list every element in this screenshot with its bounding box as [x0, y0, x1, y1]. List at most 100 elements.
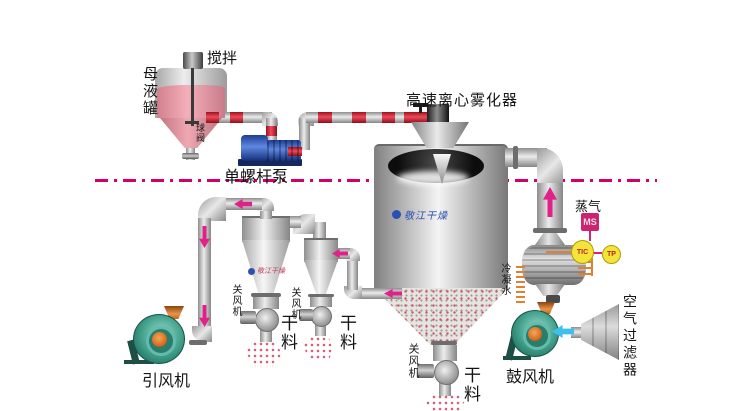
temp-sensor-tag: TP	[607, 251, 616, 258]
pipe-flange	[533, 228, 567, 233]
fan-hub	[152, 332, 167, 347]
ball-valve-label: 球阀	[195, 123, 205, 143]
airlock-motor	[299, 309, 313, 321]
sensor-tap-line	[546, 251, 571, 253]
stirrer-shaft	[191, 68, 194, 126]
product-outlet	[315, 324, 326, 336]
exhaust-pipe	[347, 256, 358, 290]
product-outlet	[260, 329, 272, 342]
steam-line	[589, 231, 591, 241]
product-outlet	[439, 382, 451, 396]
airlock-motor	[240, 311, 256, 324]
airlock-motor	[417, 364, 434, 378]
pipe-flange	[251, 293, 281, 297]
flow-arrow	[384, 289, 402, 298]
heater-drain	[546, 295, 560, 303]
pump-discharge-pipe	[288, 147, 302, 156]
cyclone-large-airlock-label: 关风机	[230, 284, 241, 317]
cyclone-small-vortex-pipe	[313, 222, 326, 242]
feed-valve-handle	[413, 103, 428, 107]
induced-fan-label: 引风机	[142, 373, 191, 390]
steam-valve-tag: MS	[583, 217, 597, 227]
pump-motor	[241, 135, 268, 161]
rotary-airlock-valve	[434, 360, 459, 385]
blower-label: 鼓风机	[506, 369, 555, 386]
watermark-logo-icon	[248, 267, 255, 275]
chamber-watermark: 敬江干燥	[392, 207, 448, 222]
pump-label: 单螺杆泵	[224, 169, 289, 186]
pipe-flange	[513, 146, 518, 169]
rotary-airlock-valve	[255, 308, 279, 332]
slurry-pipe-red-segment	[230, 112, 243, 123]
cyclone-large-body	[242, 216, 290, 242]
pipe-elbow	[198, 197, 226, 221]
cyclone-large-product-label: 干料	[278, 314, 297, 352]
slurry-pipe	[306, 112, 432, 123]
powder-stream	[303, 336, 335, 360]
slurry-pipe-red-segment	[318, 112, 332, 123]
exhaust-downcomer-pipe	[198, 218, 211, 330]
slurry-pipe-red-segment	[266, 126, 277, 136]
spray-mist	[397, 171, 469, 185]
slurry-pipe-red-segment	[352, 112, 366, 123]
temp-controller-bubble: TIC	[571, 240, 594, 264]
pipe-elbow	[537, 148, 563, 188]
air-filter-label: 空气过滤器	[622, 294, 638, 379]
watermark-text: 敬江干燥	[404, 211, 448, 222]
fan-inlet-ring	[146, 326, 176, 356]
rotary-airlock-valve	[311, 306, 332, 327]
temp-sensor-bubble: TP	[602, 245, 621, 264]
pump-base	[238, 159, 302, 166]
slurry-pipe-red-segment	[206, 112, 219, 123]
heater-cone-bottom	[535, 284, 565, 296]
atomizer-motor	[427, 104, 449, 124]
stirrer-motor	[183, 52, 203, 69]
cyclone-watermark: 敬江干燥	[248, 266, 285, 276]
steam-valve-box: MS	[581, 213, 599, 231]
steam-coil-line	[591, 258, 593, 276]
pipe-flange	[189, 340, 207, 345]
slurry-pipe-red-segment	[404, 112, 432, 123]
ball-valve-body	[182, 153, 199, 159]
exhaust-pipe	[352, 288, 402, 299]
airlock-hopper	[433, 345, 457, 361]
flow-arrow	[199, 226, 210, 248]
watermark-logo-icon	[392, 210, 401, 219]
pump-body-ribs	[267, 140, 301, 161]
fan-stand-base	[124, 360, 154, 364]
chamber-product-label: 干料	[461, 366, 480, 404]
cyclone-small-body	[304, 238, 338, 262]
cyclone-small-airlock-label: 关风机	[289, 287, 300, 320]
airlock-hopper	[253, 297, 279, 309]
tank-label: 母液罐	[141, 66, 158, 117]
pipe-flange	[431, 341, 457, 345]
stirrer-impeller	[185, 121, 199, 124]
fan-hub	[528, 327, 542, 341]
condensate-label: 冷凝水	[499, 263, 510, 296]
steam-coil-stub	[578, 273, 592, 275]
stirrer-label: 搅拌	[207, 50, 238, 67]
watermark-text: 敬江干燥	[257, 268, 285, 275]
air-filter-seams	[581, 304, 619, 360]
flow-arrow	[199, 305, 210, 327]
airlock-hopper	[310, 297, 332, 307]
chamber-airlock-label: 关风机	[407, 343, 419, 379]
flow-arrow	[332, 249, 348, 258]
feed-valve-stem	[419, 106, 422, 113]
cyclone-small-cone	[304, 260, 338, 296]
steam-label: 蒸气	[575, 199, 602, 214]
powder-stream	[246, 341, 282, 367]
pipe-flange	[308, 294, 334, 297]
pipe-elbow	[192, 326, 212, 342]
steam-coil-stub	[578, 267, 592, 269]
temp-controller-tag: TIC	[576, 248, 589, 256]
heater-cone-top	[535, 233, 565, 245]
filter-nozzle	[571, 327, 582, 338]
slurry-pipe	[299, 118, 310, 150]
flow-arrow	[234, 199, 252, 209]
atomizer-label: 高速离心雾化器	[406, 92, 519, 109]
cyclone-small-product-label: 干料	[337, 314, 356, 352]
condensate-coil	[516, 266, 525, 304]
pipe-elbow	[258, 198, 274, 211]
